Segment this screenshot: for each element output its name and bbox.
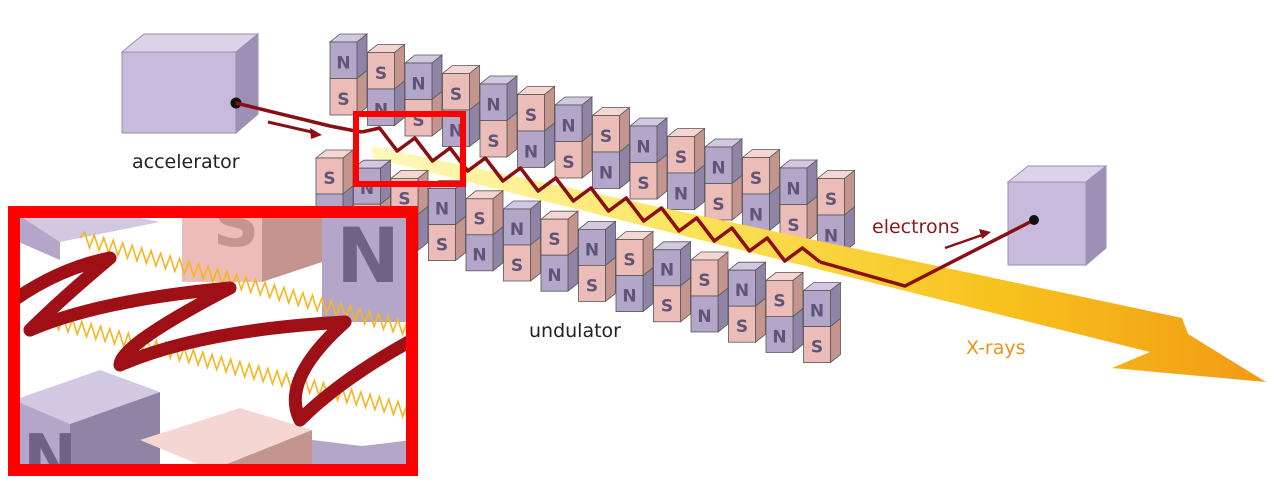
front-row-magnet-letter-top: S [548, 230, 560, 250]
front-row-magnet: NS [727, 261, 767, 344]
back-row-magnet-letter-bottom: S [787, 216, 799, 236]
back-row-magnet-letter-top: S [450, 85, 462, 105]
back-row-magnet: SN [666, 127, 706, 211]
back-row-magnet-letter-bottom: N [524, 142, 538, 162]
front-row-magnet-letter-top: S [323, 169, 335, 189]
back-row-magnet-letter-top: S [600, 127, 612, 147]
back-row-magnet-letter-bottom: N [824, 226, 838, 246]
accelerator-box [120, 32, 260, 135]
back-row-magnet: NS [703, 138, 744, 221]
back-row-magnet: SN [591, 106, 631, 190]
front-row-magnet-letter-top: S [398, 189, 410, 209]
front-row-magnet-letter-bottom: S [586, 276, 598, 296]
back-row-magnet-letter-top: S [375, 64, 387, 84]
front-row-magnet: SN [464, 189, 505, 272]
front-row-magnet-letter-bottom: S [436, 236, 448, 256]
front-row-magnet-letter-top: N [660, 261, 674, 281]
front-row-magnet-letter-top: N [510, 220, 524, 240]
zoom-marker [353, 111, 466, 187]
undulator-front-row: SNNSSNNSSNNSSNNSSNNSSNNSSNNS [314, 149, 842, 364]
back-row-magnet-letter-bottom: N [749, 205, 763, 225]
zoom-electron-path [14, 251, 412, 427]
back-row-magnet-letter-bottom: N [599, 163, 613, 183]
back-row-magnet-letter-top: N [711, 158, 725, 178]
front-row-magnet: NS [502, 200, 542, 282]
back-row-magnet-letter-bottom: S [637, 174, 649, 194]
back-row-magnet-letter-bottom: S [712, 195, 724, 215]
back-row-magnet-letter-top: N [486, 95, 500, 115]
back-row-magnet: SN [741, 148, 781, 232]
front-row-magnet-letter-bottom: N [472, 246, 486, 266]
electron-beam [235, 101, 363, 134]
front-row-magnet: SN [764, 271, 805, 354]
electron-direction-arrow [267, 120, 322, 139]
xray-beam [372, 146, 1266, 382]
back-row-magnet-letter-bottom: N [374, 100, 388, 120]
front-row-magnet: NS [427, 179, 467, 262]
front-row-magnet-letter-bottom: S [661, 297, 673, 317]
back-row-magnet: NS [628, 117, 669, 200]
front-row-magnet-letter-top: S [473, 210, 485, 230]
back-row-magnet-letter-bottom: N [674, 184, 688, 204]
label-xrays: X-rays [966, 337, 1026, 359]
front-row-magnet: SN [539, 210, 580, 293]
front-row-magnet-letter-top: S [623, 251, 635, 271]
back-row-magnet-letter-bottom: S [337, 90, 349, 110]
back-row-magnet-letter-top: S [825, 190, 837, 210]
back-row-magnet: SN [516, 85, 556, 169]
electron-wiggle [361, 126, 822, 264]
front-row-magnet-letter-bottom: N [622, 287, 636, 307]
back-row-magnet: NS [478, 75, 519, 158]
front-row-magnet: NS [577, 220, 617, 303]
back-row-magnet-letter-top: N [636, 137, 650, 157]
back-row-magnet-letter-top: N [561, 116, 575, 136]
front-row-magnet-letter-bottom: S [736, 317, 748, 337]
label-accelerator: accelerator [132, 151, 240, 173]
front-row-magnet-letter-top: N [435, 200, 449, 220]
label-undulator: undulator [529, 320, 621, 342]
back-row-magnet: SN [816, 169, 856, 253]
beam-dump-box [1006, 164, 1108, 267]
zoom-letter-n-bottom: N [23, 422, 77, 482]
back-row-magnet-letter-top: N [336, 53, 350, 73]
front-row-magnet-letter-top: S [698, 271, 710, 291]
front-row-magnet-letter-top: S [773, 291, 785, 311]
front-row-magnet: NS [652, 240, 692, 323]
front-row-magnet: NS [802, 281, 842, 364]
back-row-magnet-letter-top: N [786, 179, 800, 199]
back-row-magnet-letter-top: S [525, 106, 537, 126]
front-row-magnet-letter-top: N [735, 281, 749, 301]
front-row-magnet-letter-bottom: S [811, 338, 823, 358]
zoom-inset: S N N [8, 188, 418, 482]
back-row-magnet: NS [553, 96, 594, 179]
zoom-letter-s: S [213, 188, 259, 262]
back-row-magnet-letter-bottom: N [449, 121, 463, 141]
front-row-magnet-letter-bottom: N [697, 307, 711, 327]
back-row-magnet: NS [778, 159, 819, 242]
front-row-magnet: SN [614, 230, 655, 313]
electron-beam-exit [819, 220, 1031, 288]
front-row-magnet-letter-bottom: N [547, 266, 561, 286]
label-electrons: electrons [872, 216, 960, 238]
back-row-magnet-letter-top: S [675, 148, 687, 168]
front-row-magnet: SN [689, 251, 730, 333]
back-row-magnet-letter-bottom: S [562, 153, 574, 173]
front-row-magnet-letter-top: N [585, 240, 599, 260]
zoom-letter-n-top: N [336, 211, 400, 300]
back-row-magnet-letter-top: S [750, 169, 762, 189]
electron-exit-arrow [944, 229, 991, 250]
back-row-magnet: NS [403, 54, 444, 137]
back-row-magnet-letter-bottom: S [487, 132, 499, 152]
front-row-magnet-letter-top: N [810, 302, 824, 322]
back-row-magnet-letter-top: N [411, 74, 425, 94]
back-row-magnet: NS [328, 33, 369, 116]
front-row-magnet-letter-bottom: N [772, 327, 786, 347]
front-row-magnet-letter-bottom: S [511, 256, 523, 276]
back-row-magnet: SN [366, 43, 406, 127]
